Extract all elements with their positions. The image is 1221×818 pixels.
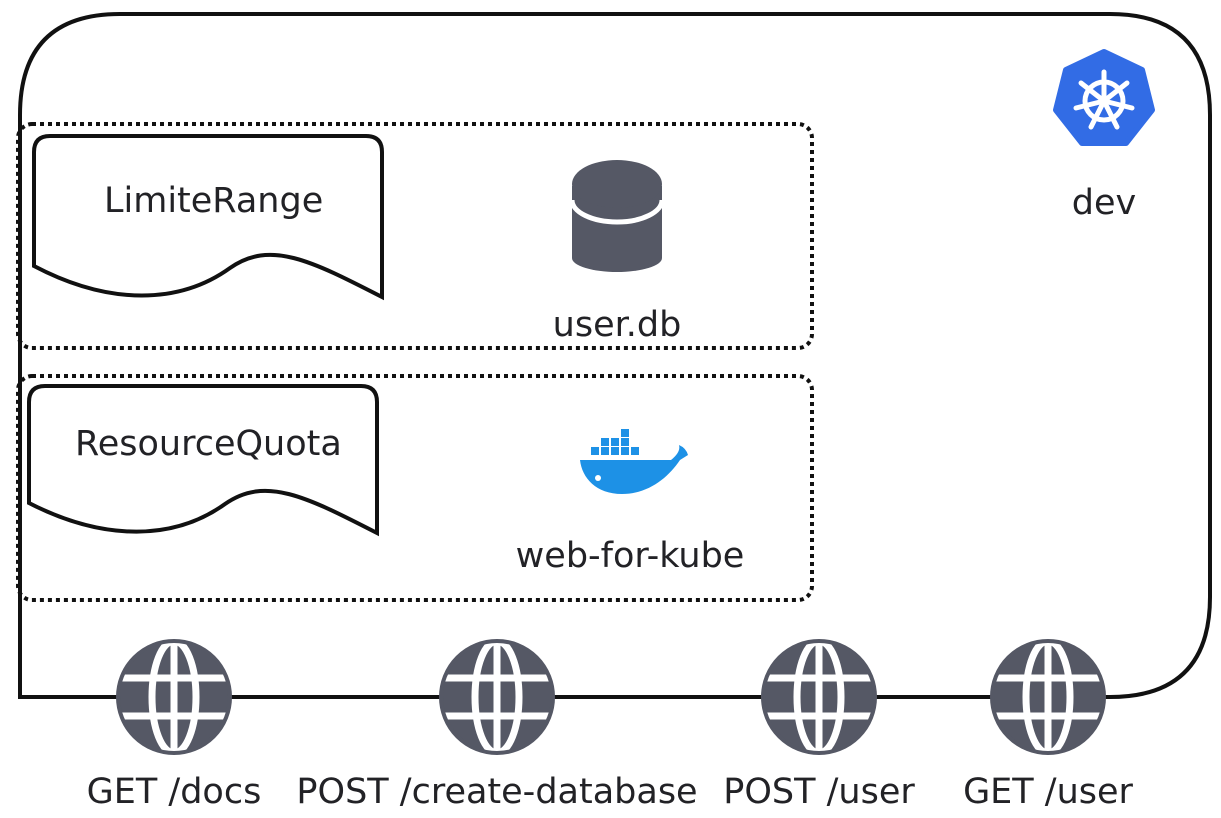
namespace-label-dev: dev [1071, 183, 1137, 223]
resourcequota-label: ResourceQuota [75, 424, 342, 464]
limitrange-document-shape [32, 134, 384, 301]
endpoint-label-get-user: GET /user [963, 772, 1133, 812]
group-box-web [16, 374, 814, 602]
endpoint-label-post-create-database: POST /create-database [296, 772, 698, 812]
globe-icon [441, 641, 553, 753]
endpoint-label-post-user: POST /user [723, 772, 915, 812]
kubernetes-icon [1053, 49, 1155, 146]
namespace-boundary [18, 12, 1212, 699]
globe-icon [763, 641, 875, 753]
globe-icon [992, 641, 1104, 753]
web-for-kube-label: web-for-kube [515, 536, 745, 576]
database-icon [569, 160, 665, 272]
endpoint-label-get-docs: GET /docs [86, 772, 262, 812]
group-box-database [16, 122, 814, 350]
user-db-label: user.db [552, 305, 682, 345]
docker-icon [580, 429, 688, 494]
resourcequota-document-shape [27, 384, 379, 537]
globe-icon [118, 641, 230, 753]
limitrange-label: LimiteRange [104, 181, 324, 221]
